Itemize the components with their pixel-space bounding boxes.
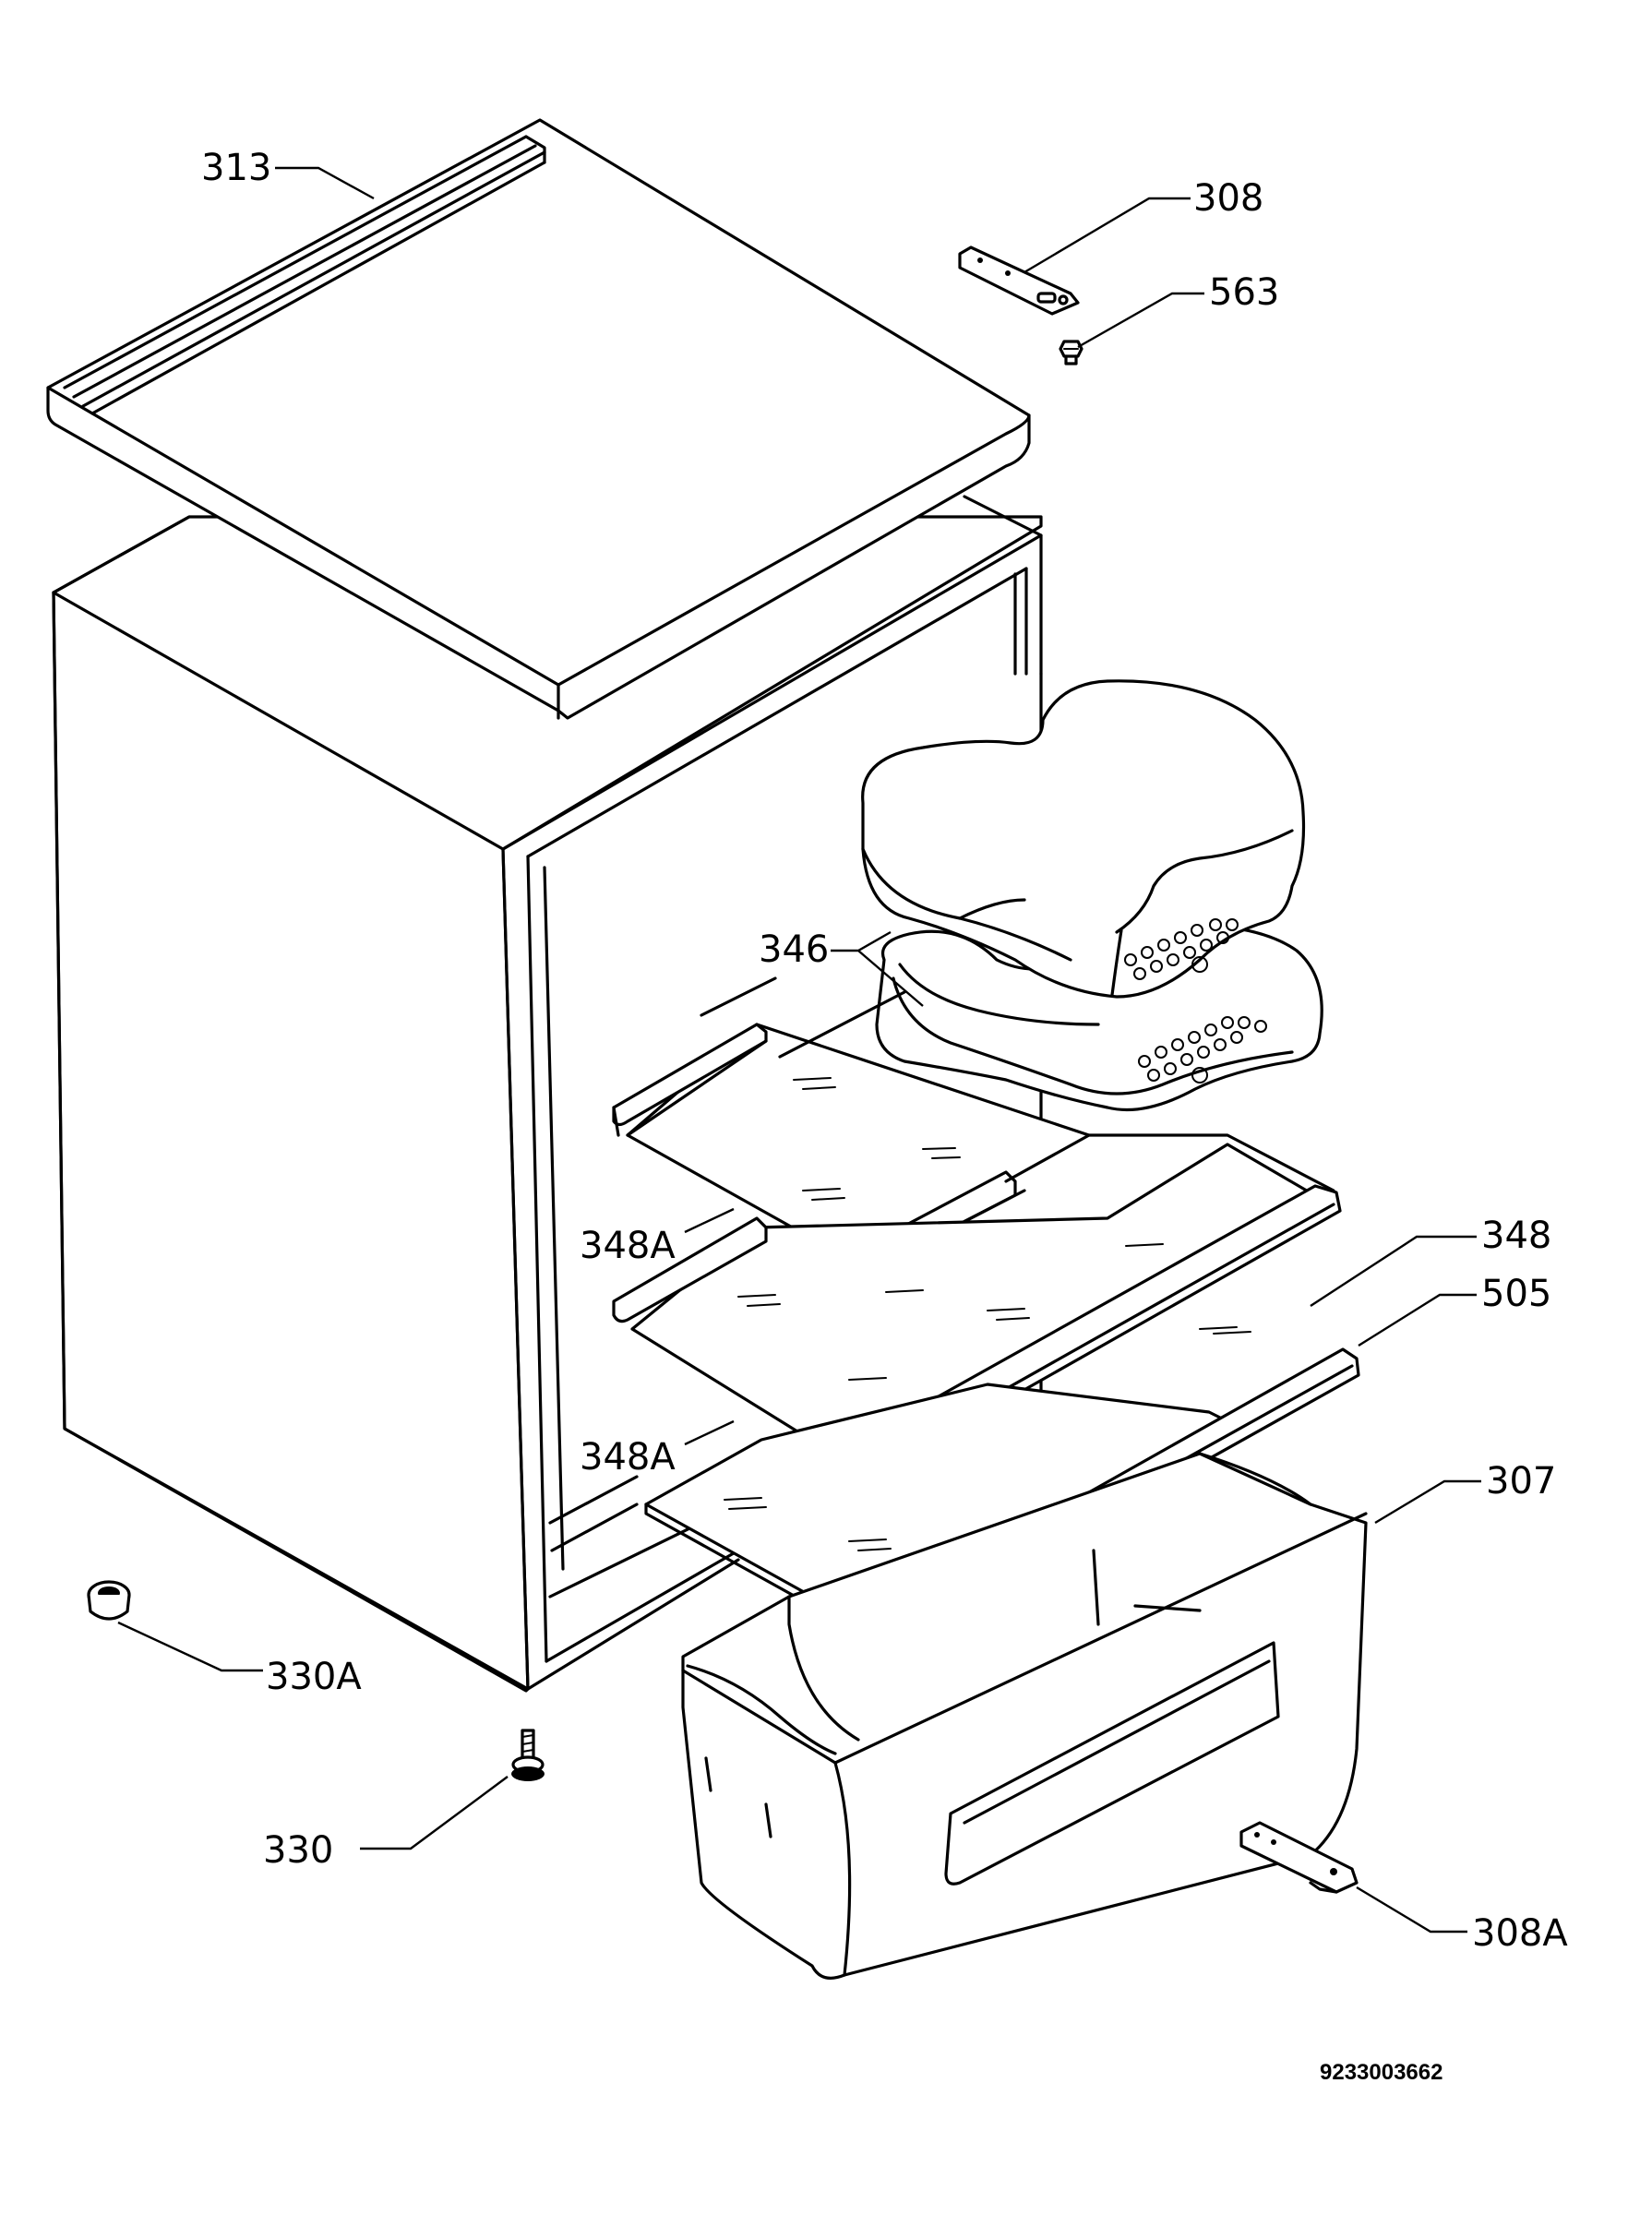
label-308: 308 (1193, 177, 1263, 220)
part-labels: 313 308 563 346 348 505 348A 348A 307 33… (201, 147, 1568, 1955)
hinge-308 (958, 245, 1080, 316)
label-330: 330 (263, 1829, 333, 1872)
leader-348A-lower (684, 1419, 735, 1446)
cabinet-body (52, 495, 1043, 1693)
label-348A-lower: 348A (580, 1436, 676, 1479)
leader-563 (1077, 292, 1204, 349)
label-308A: 308A (1472, 1912, 1568, 1955)
label-307: 307 (1486, 1460, 1556, 1503)
leader-308A (1356, 1886, 1467, 1934)
nut-563 (1059, 340, 1083, 365)
leader-348A-upper (684, 1207, 735, 1234)
label-330A: 330A (266, 1656, 362, 1698)
screw-foot-330 (511, 1729, 545, 1781)
egg-tray-perforations-lower (1138, 1016, 1267, 1084)
document-number: 9233003662 (1320, 2060, 1443, 2085)
egg-tray-346 (861, 679, 1323, 1112)
leader-330 (360, 1776, 509, 1850)
leader-346 (831, 930, 924, 1007)
leader-313 (275, 166, 375, 200)
hinge-308A (1239, 1821, 1359, 1894)
leader-330A (117, 1621, 263, 1672)
label-313: 313 (201, 147, 271, 189)
leader-505 (1358, 1293, 1477, 1347)
leader-307 (1374, 1479, 1481, 1525)
foot-330A (87, 1580, 131, 1621)
label-348: 348 (1481, 1215, 1551, 1257)
worktop-313 (46, 118, 1031, 720)
leader-308 (1024, 197, 1191, 274)
label-505: 505 (1481, 1273, 1551, 1315)
label-346: 346 (759, 928, 829, 971)
leader-lines (117, 166, 1481, 1934)
label-348A-upper: 348A (580, 1225, 676, 1267)
label-563: 563 (1209, 271, 1279, 314)
crisper-drawer-307 (681, 1452, 1368, 1980)
egg-tray-perforations-upper (1124, 918, 1239, 980)
leader-348 (1310, 1235, 1477, 1308)
